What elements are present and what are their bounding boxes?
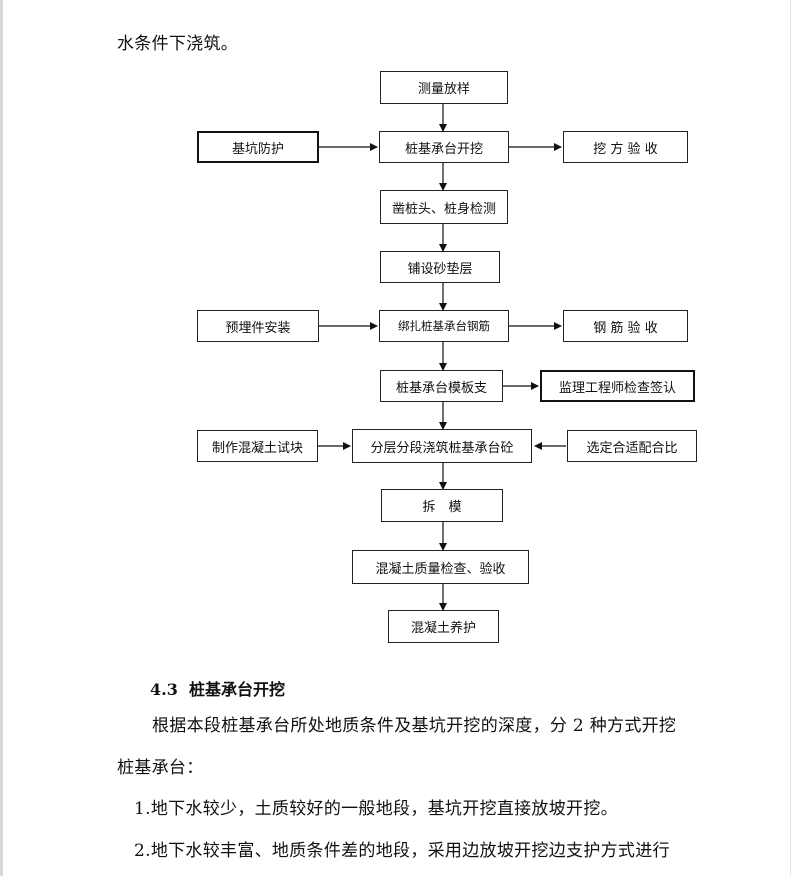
list-item-2: 2.地下水较丰富、地质条件差的地段，采用边放坡开挖边支护方式进行 xyxy=(134,841,670,861)
paragraph-line-2: 桩基承台： xyxy=(117,758,204,778)
flowchart-arrows xyxy=(318,104,566,611)
page-left-edge xyxy=(0,0,3,876)
flow-step-survey: 测量放样 xyxy=(380,71,508,104)
flow-step-sand-cushion: 铺设砂垫层 xyxy=(380,251,500,283)
flow-step-pouring: 分层分段浇筑桩基承台砼 xyxy=(352,429,532,463)
paragraph-line-1: 根据本段桩基承台所处地质条件及基坑开挖的深度，分 2 种方式开挖 xyxy=(152,716,677,736)
side-supervisor-signoff: 监理工程师检查签认 xyxy=(540,370,695,402)
side-make-test-blocks: 制作混凝土试块 xyxy=(197,430,318,462)
flow-step-excavation: 桩基承台开挖 xyxy=(379,131,509,163)
list-item-1: 1.地下水较少，土质较好的一般地段，基坑开挖直接放坡开挖。 xyxy=(134,799,618,819)
flow-step-pile-head: 凿桩头、桩身检测 xyxy=(380,190,508,224)
flow-step-rebar-binding: 绑扎桩基承台钢筋 xyxy=(379,310,509,342)
section-heading: 4.3 桩基承台开挖 xyxy=(150,680,285,699)
flow-step-curing: 混凝土养护 xyxy=(388,610,499,643)
side-mix-ratio: 选定合适配合比 xyxy=(567,430,697,462)
side-embedded-parts: 预埋件安装 xyxy=(197,310,319,342)
side-rebar-acceptance: 钢 筋 验 收 xyxy=(563,310,688,342)
flow-step-demold: 拆 模 xyxy=(381,489,503,522)
side-earthwork-acceptance: 挖 方 验 收 xyxy=(563,131,688,163)
top-line-text: 水条件下浇筑。 xyxy=(117,34,239,54)
flow-step-quality-check: 混凝土质量检查、验收 xyxy=(352,550,529,584)
flow-step-formwork: 桩基承台模板支 xyxy=(380,370,503,402)
page-right-edge xyxy=(790,0,791,876)
side-pit-protection: 基坑防护 xyxy=(197,131,319,163)
